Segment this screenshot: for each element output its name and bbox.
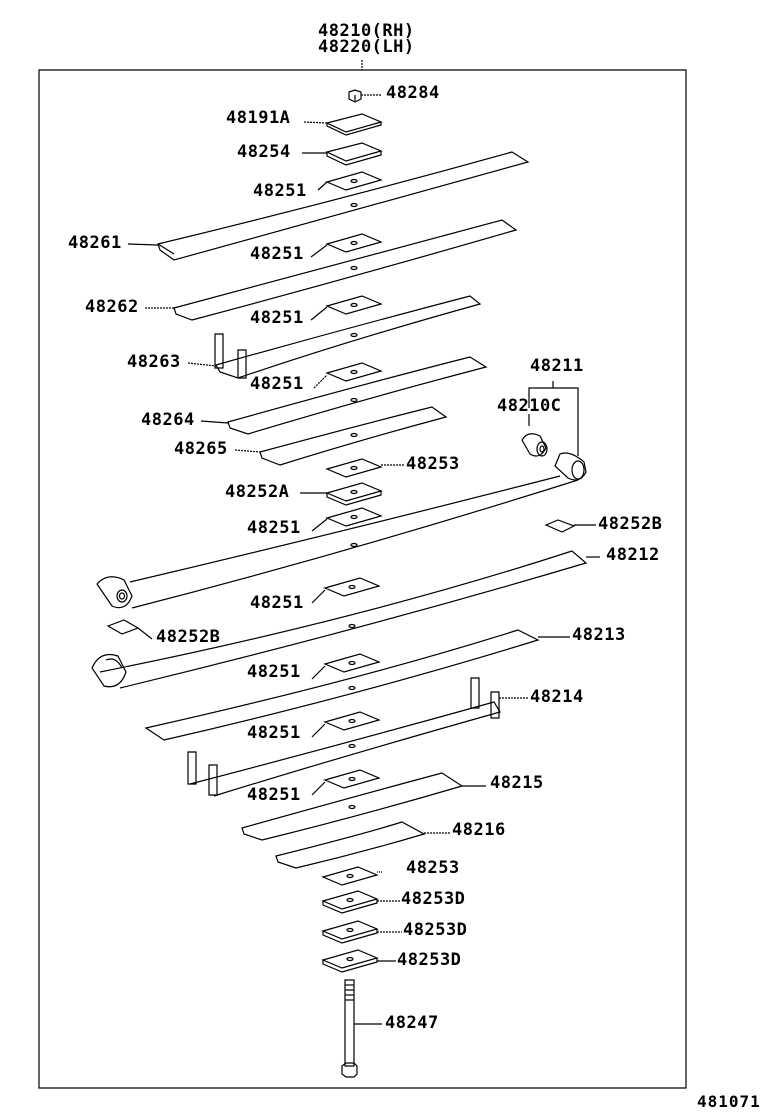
part-label-48251[interactable]: 48251	[247, 785, 301, 805]
insert-icon	[108, 620, 152, 639]
leaf-spring-icon	[276, 822, 450, 868]
insert-icon	[312, 578, 379, 603]
part-label-48253[interactable]: 48253	[406, 454, 460, 474]
insert-icon	[314, 363, 381, 388]
insert-icon	[312, 508, 381, 531]
part-label-48251[interactable]: 48251	[250, 374, 304, 394]
insert-icon	[318, 172, 381, 190]
part-label-48253[interactable]: 48253	[406, 858, 460, 878]
part-label-48251[interactable]: 48251	[247, 518, 301, 538]
part-label-48265[interactable]: 48265	[174, 439, 228, 459]
part-label-48251[interactable]: 48251	[250, 244, 304, 264]
part-label-48262[interactable]: 48262	[85, 297, 139, 317]
part-label-48264[interactable]: 48264	[141, 410, 195, 430]
leaf-spring-icon	[235, 407, 446, 465]
insert-icon	[312, 712, 379, 737]
spacer-icon	[323, 950, 396, 972]
insert-icon	[311, 234, 381, 257]
part-label-48253d[interactable]: 48253D	[397, 950, 462, 970]
insert-icon	[312, 654, 379, 679]
part-label-48211[interactable]: 48211	[530, 356, 584, 376]
part-label-48251[interactable]: 48251	[253, 181, 307, 201]
part-label-48191a[interactable]: 48191A	[226, 108, 291, 128]
part-label-48251[interactable]: 48251	[250, 308, 304, 328]
bracket-line	[529, 381, 578, 456]
part-label-48214[interactable]: 48214	[530, 687, 584, 707]
leaf-clip-spring-icon	[188, 296, 480, 378]
part-label-48253d[interactable]: 48253D	[403, 920, 468, 940]
assembly-label-rh[interactable]: 48210(RH)	[318, 21, 415, 41]
part-label-48254[interactable]: 48254	[237, 142, 291, 162]
insert-icon	[546, 520, 596, 532]
part-label-48210c[interactable]: 48210C	[497, 396, 562, 416]
part-label-48252b[interactable]: 48252B	[156, 627, 221, 647]
spacer-icon	[323, 867, 383, 885]
leaf-spring-icon	[242, 773, 486, 840]
spacer-icon	[300, 483, 381, 505]
spacer-icon	[323, 891, 400, 913]
part-label-48213[interactable]: 48213	[572, 625, 626, 645]
leaf-spring-icon	[100, 551, 600, 688]
part-label-48252b[interactable]: 48252B	[598, 514, 663, 534]
bushing-icon	[522, 434, 547, 456]
bolt-icon	[342, 980, 382, 1077]
spacer-icon	[323, 921, 402, 943]
leaf-spring-icon	[145, 220, 516, 320]
insert-icon	[311, 296, 381, 320]
part-label-48252a[interactable]: 48252A	[225, 482, 290, 502]
part-label-48263[interactable]: 48263	[127, 352, 181, 372]
leaf-spring-icon	[128, 152, 528, 260]
assembly-label-lh[interactable]: 48220(LH)	[318, 37, 415, 57]
part-label-48251[interactable]: 48251	[247, 662, 301, 682]
main-leaf-icon	[92, 655, 126, 687]
insert-icon	[312, 770, 379, 795]
part-label-48253d[interactable]: 48253D	[401, 889, 466, 909]
figure-number: 481071	[697, 1092, 760, 1111]
plate-icon	[302, 143, 381, 165]
part-label-48251[interactable]: 48251	[250, 593, 304, 613]
part-label-48261[interactable]: 48261	[68, 233, 122, 253]
part-label-48251[interactable]: 48251	[247, 723, 301, 743]
part-label-48216[interactable]: 48216	[452, 820, 506, 840]
plate-icon	[304, 114, 381, 135]
part-label-48212[interactable]: 48212	[606, 545, 660, 565]
leaf-clip-spring-icon	[188, 678, 528, 796]
leaf-spring-icon	[146, 630, 570, 740]
spacer-icon	[327, 459, 404, 477]
part-label-48247[interactable]: 48247	[385, 1013, 439, 1033]
main-leaf-icon	[97, 453, 586, 608]
part-label-48215[interactable]: 48215	[490, 773, 544, 793]
leaf-spring-icon	[201, 357, 486, 434]
part-label-48284[interactable]: 48284	[386, 83, 440, 103]
nut-icon	[349, 90, 382, 102]
